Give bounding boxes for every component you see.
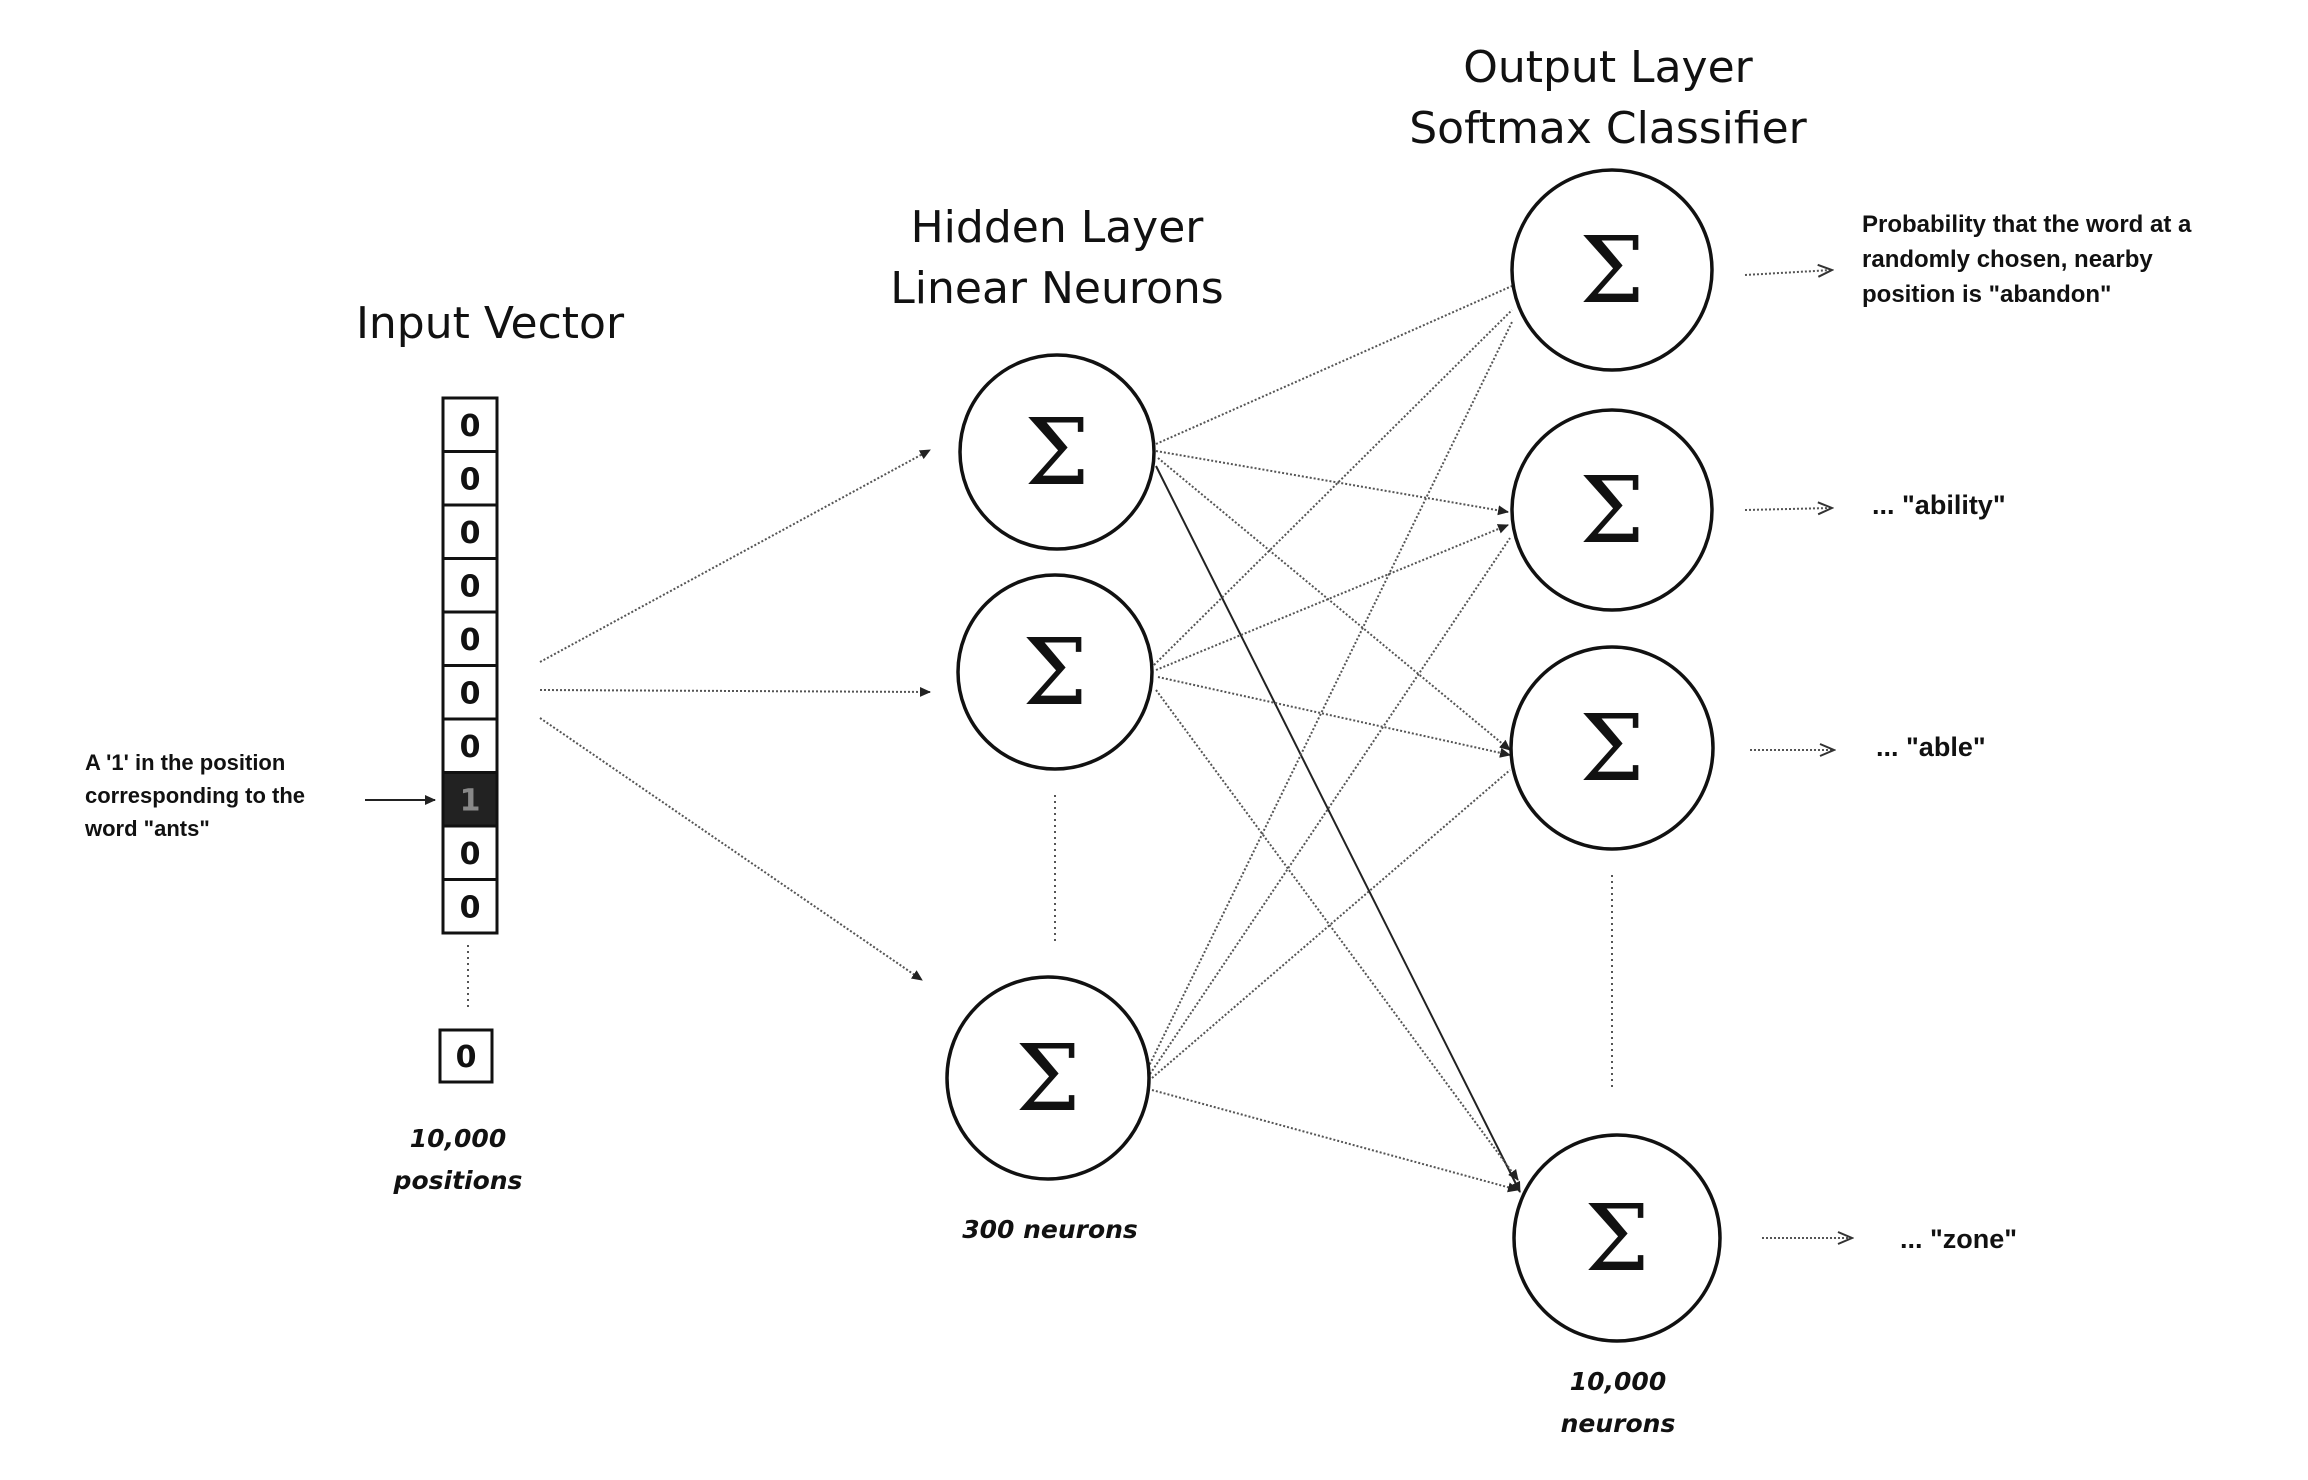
input-cell: 0 xyxy=(441,396,499,453)
connection-line xyxy=(1149,537,1511,1075)
output-label-ability: ... "ability" xyxy=(1872,490,2006,520)
input-cell: 0 xyxy=(441,664,499,721)
connection-line xyxy=(1155,450,1509,516)
input-cell: 0 xyxy=(441,450,499,507)
output-neuron-1: Σ xyxy=(1510,168,1714,372)
output-layer-subtitle: Softmax Classifier xyxy=(1409,103,1807,154)
sigma-symbol: Σ xyxy=(1024,399,1089,506)
input-bit: 0 xyxy=(460,462,481,497)
input-cell: 0 xyxy=(441,878,499,935)
input-note-line1: A '1' in the position xyxy=(85,750,285,775)
hidden-layer-subtitle: Linear Neurons xyxy=(890,263,1223,314)
output-neuron-count-line2: neurons xyxy=(1561,1409,1676,1438)
input-hidden-connections xyxy=(539,449,931,981)
sigma-symbol: Σ xyxy=(1579,217,1644,324)
sigma-symbol: Σ xyxy=(1579,695,1644,802)
input-bit: 0 xyxy=(460,409,481,444)
output-neuron-last: Σ xyxy=(1512,1133,1722,1343)
hidden-neuron-count: 300 neurons xyxy=(962,1215,1138,1244)
input-size-line2: positions xyxy=(393,1166,523,1195)
input-arrow xyxy=(539,449,931,663)
connection-line xyxy=(1151,1089,1519,1193)
input-cell: 0 xyxy=(441,557,499,614)
hidden-layer-title: Hidden Layer xyxy=(911,202,1205,253)
probability-note-line1: Probability that the word at a xyxy=(1862,211,2192,238)
connection-line xyxy=(1155,689,1519,1181)
hidden-neuron-last: Σ xyxy=(945,975,1151,1181)
input-note-line2: corresponding to the xyxy=(85,783,305,808)
input-bit: 0 xyxy=(460,516,481,551)
input-bit: 0 xyxy=(456,1040,477,1075)
input-vector-title: Input Vector xyxy=(356,298,625,349)
probability-note-line3: position is "abandon" xyxy=(1862,281,2111,308)
sigma-symbol: Σ xyxy=(1015,1025,1080,1132)
probability-note-word: "abandon" xyxy=(1989,281,2112,308)
input-arrow xyxy=(539,717,923,981)
input-last-cell: 0 xyxy=(438,1028,494,1084)
input-cell: 0 xyxy=(441,717,499,774)
connection-line xyxy=(1155,524,1509,671)
output-neuron-2: Σ xyxy=(1510,408,1714,612)
input-bit: 0 xyxy=(460,837,481,872)
output-label-able: ... "able" xyxy=(1876,732,1986,762)
probability-note-prefix: position is xyxy=(1862,281,1989,308)
input-bit: 1 xyxy=(460,783,481,818)
output-arrow xyxy=(1744,508,1832,510)
input-bit: 0 xyxy=(460,623,481,658)
output-layer-title: Output Layer xyxy=(1463,42,1753,93)
input-cell: 0 xyxy=(441,610,499,667)
hidden-neuron-1: Σ xyxy=(958,353,1156,551)
connection-line xyxy=(1155,465,1521,1193)
hidden-neuron-2: Σ xyxy=(956,573,1154,771)
input-vector-cells: 0 0 0 0 0 0 0 1 0 0 xyxy=(441,396,499,935)
input-arrow xyxy=(539,686,931,697)
connection-line xyxy=(1155,285,1513,445)
output-neuron-count-line1: 10,000 xyxy=(1570,1367,1666,1396)
connection-line xyxy=(1157,676,1511,758)
sigma-symbol: Σ xyxy=(1022,619,1087,726)
sigma-symbol: Σ xyxy=(1584,1185,1649,1292)
connection-line xyxy=(1157,457,1511,751)
probability-note-line2: randomly chosen, nearby xyxy=(1862,246,2153,273)
input-cell: 0 xyxy=(441,824,499,881)
connection-line xyxy=(1151,769,1511,1079)
input-bit: 0 xyxy=(460,569,481,604)
connection-line xyxy=(1153,309,1513,666)
hidden-output-connections xyxy=(1147,285,1521,1193)
connection-line xyxy=(1147,321,1513,1069)
input-bit: 0 xyxy=(460,676,481,711)
input-bit: 0 xyxy=(460,890,481,925)
input-note-line3: word "ants" xyxy=(84,816,210,841)
output-label-zone: ... "zone" xyxy=(1900,1224,2017,1254)
input-bit: 0 xyxy=(460,730,481,765)
input-cell: 0 xyxy=(441,503,499,560)
input-size-line1: 10,000 xyxy=(410,1124,506,1153)
input-cell: 1 xyxy=(441,771,499,828)
output-neuron-3: Σ xyxy=(1509,645,1715,851)
output-arrow xyxy=(1744,270,1832,275)
sigma-symbol: Σ xyxy=(1579,457,1644,564)
